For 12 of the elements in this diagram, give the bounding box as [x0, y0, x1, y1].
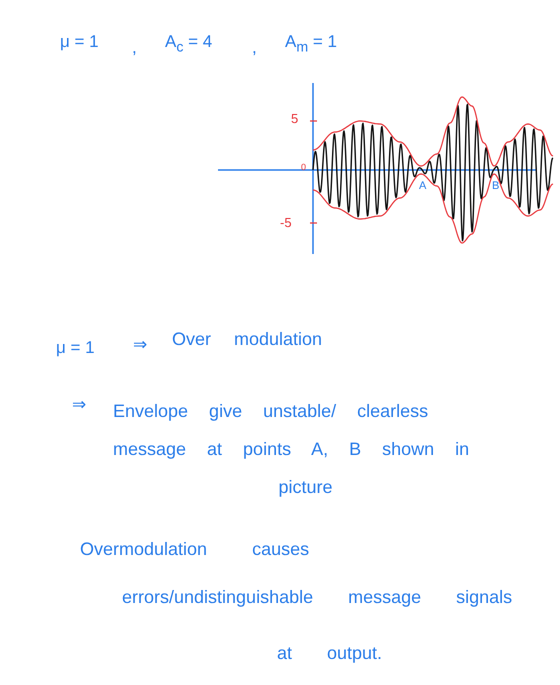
implies-symbol: ⇒ [72, 394, 86, 416]
note-text: Over modulation [172, 328, 322, 350]
comma-separator: , [132, 37, 137, 59]
note-text: Overmodulation causes [80, 538, 310, 560]
formula-text: A$_{c}$ = 4 [165, 31, 212, 58]
note-text: errors/undistinguishable message signals at output. [122, 586, 514, 665]
formula-text: μ = 1 [56, 337, 95, 359]
comma-separator: , [252, 37, 257, 59]
formula-text: μ = 1 [60, 31, 99, 53]
formula-text: A$_{m}$ = 1 [285, 31, 337, 58]
note-text: Envelope give unstable/ clearless message at points A, B shown in picture [113, 400, 470, 499]
implies-symbol: ⇒ [133, 334, 148, 356]
